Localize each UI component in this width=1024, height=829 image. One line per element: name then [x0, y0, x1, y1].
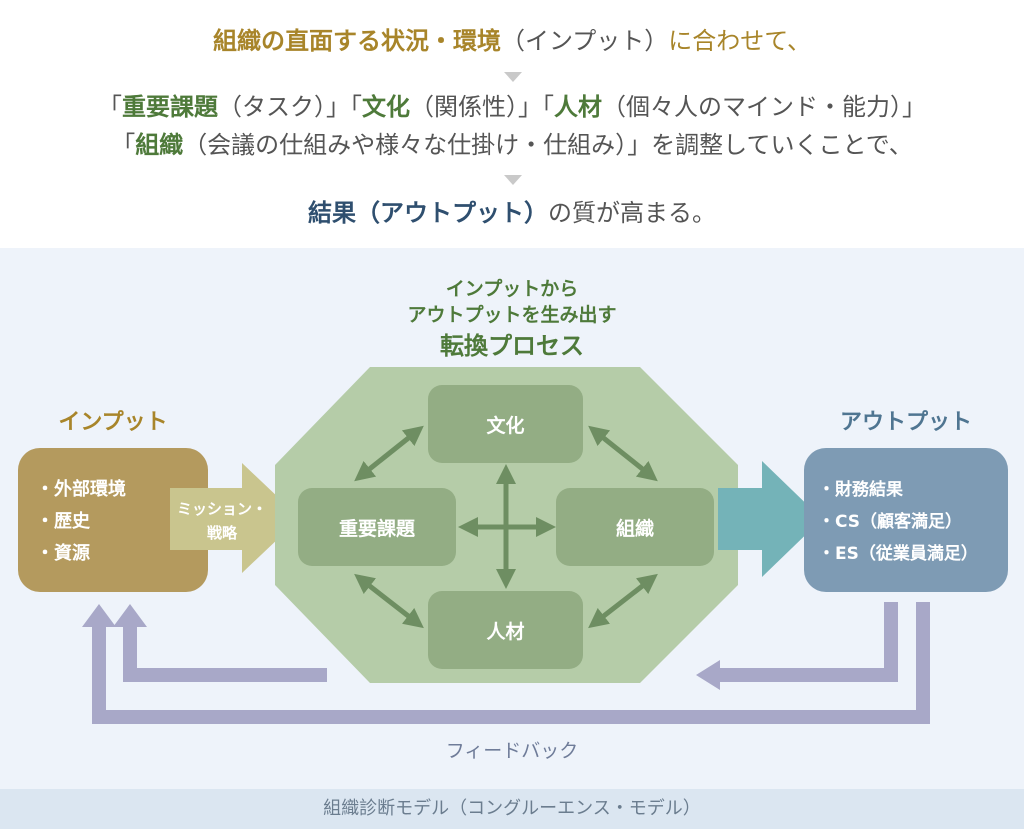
- people-text: 人材: [554, 93, 602, 121]
- input-item-resources: 資源: [36, 538, 126, 570]
- mission-label-line2: 戦略: [206, 524, 237, 542]
- process-title-line1: インプットから: [445, 278, 579, 300]
- situation-text: 組織の直面する状況・環境: [212, 27, 501, 55]
- mission-label-line1: ミッション・: [176, 500, 267, 518]
- arrow-task-culture: [354, 425, 424, 482]
- people-paren-text: （個々人のマインド・能力）: [602, 93, 902, 121]
- organization-paren-text: （会議の仕組みや様々な仕掛け・仕組み）: [183, 131, 628, 159]
- line4-rest-text: の質が高まる。: [548, 199, 716, 227]
- organization-box: [556, 488, 714, 566]
- task-paren-text: （タスク）: [218, 93, 326, 121]
- process-title-line3: 転換プロセス: [440, 332, 584, 360]
- quote-open: 「: [98, 93, 122, 121]
- organization-text: 組織: [135, 131, 184, 159]
- task-box: [298, 488, 456, 566]
- header-line-4: 結果（アウトプット）の質が高まる。: [0, 198, 1024, 228]
- input-item-external: 外部環境: [36, 474, 126, 506]
- feedback-label: フィードバック: [445, 740, 579, 762]
- output-item-es: ES（従業員満足）: [818, 538, 978, 570]
- culture-label: 文化: [486, 415, 525, 437]
- culture-paren-text: （関係性）: [410, 93, 518, 121]
- input-title: インプット: [58, 410, 168, 435]
- down-triangle-icon: [504, 72, 522, 82]
- quote-sep-1: 」「: [326, 93, 362, 121]
- input-list: 外部環境 歴史 資源: [36, 474, 126, 570]
- output-item-cs: CS（顧客満足）: [818, 506, 978, 538]
- arrow-culture-organization: [588, 425, 658, 482]
- quote-open-2: 「: [111, 131, 136, 159]
- output-item-financial: 財務結果: [818, 474, 978, 506]
- mission-arrow: [170, 463, 300, 573]
- feedback-output-arrow: [696, 602, 898, 690]
- header-line-1: 組織の直面する状況・環境（インプット）に合わせて、: [0, 26, 1024, 56]
- feedback-input-arrow: [113, 604, 327, 682]
- task-label: 重要課題: [338, 518, 415, 540]
- arrow-task-people: [354, 573, 424, 629]
- input-item-history: 歴史: [36, 506, 126, 538]
- arrow-organization-people: [588, 573, 658, 629]
- relationship-arrows: [354, 425, 658, 629]
- output-title: アウトプット: [839, 410, 972, 435]
- header-section: 組織の直面する状況・環境（インプット）に合わせて、 「重要課題（タスク）」「文化…: [0, 0, 1024, 248]
- task-text: 重要課題: [122, 93, 218, 121]
- quote-sep-2: 」「: [518, 93, 554, 121]
- organization-label: 組織: [615, 518, 654, 540]
- input-paren-text: （インプット）: [500, 27, 669, 55]
- culture-text: 文化: [362, 93, 410, 121]
- down-triangle-icon: [504, 175, 522, 185]
- line1-rest-text: に合わせて、: [668, 27, 812, 55]
- people-box: [428, 591, 583, 669]
- header-line-2: 「重要課題（タスク）」「文化（関係性）」「人材（個々人のマインド・能力）」: [0, 92, 1024, 122]
- header-line-3: 「組織（会議の仕組みや様々な仕掛け・仕組み）」を調整していくことで、: [0, 130, 1024, 160]
- people-label: 人材: [486, 621, 525, 643]
- result-text: 結果（アウトプット）: [308, 199, 548, 227]
- output-arrow: [718, 461, 822, 577]
- line3-rest-text: 」を調整していくことで、: [627, 131, 913, 159]
- quote-close: 」: [902, 93, 926, 121]
- output-list: 財務結果 CS（顧客満足） ES（従業員満足）: [818, 474, 978, 570]
- feedback-outer-arrow: [82, 602, 930, 724]
- diagram-caption: 組織診断モデル（コングルーエンス・モデル）: [0, 789, 1024, 829]
- culture-box: [428, 385, 583, 463]
- process-title-line2: アウトプットを生み出す: [407, 304, 617, 326]
- feedback-loop: [82, 602, 930, 724]
